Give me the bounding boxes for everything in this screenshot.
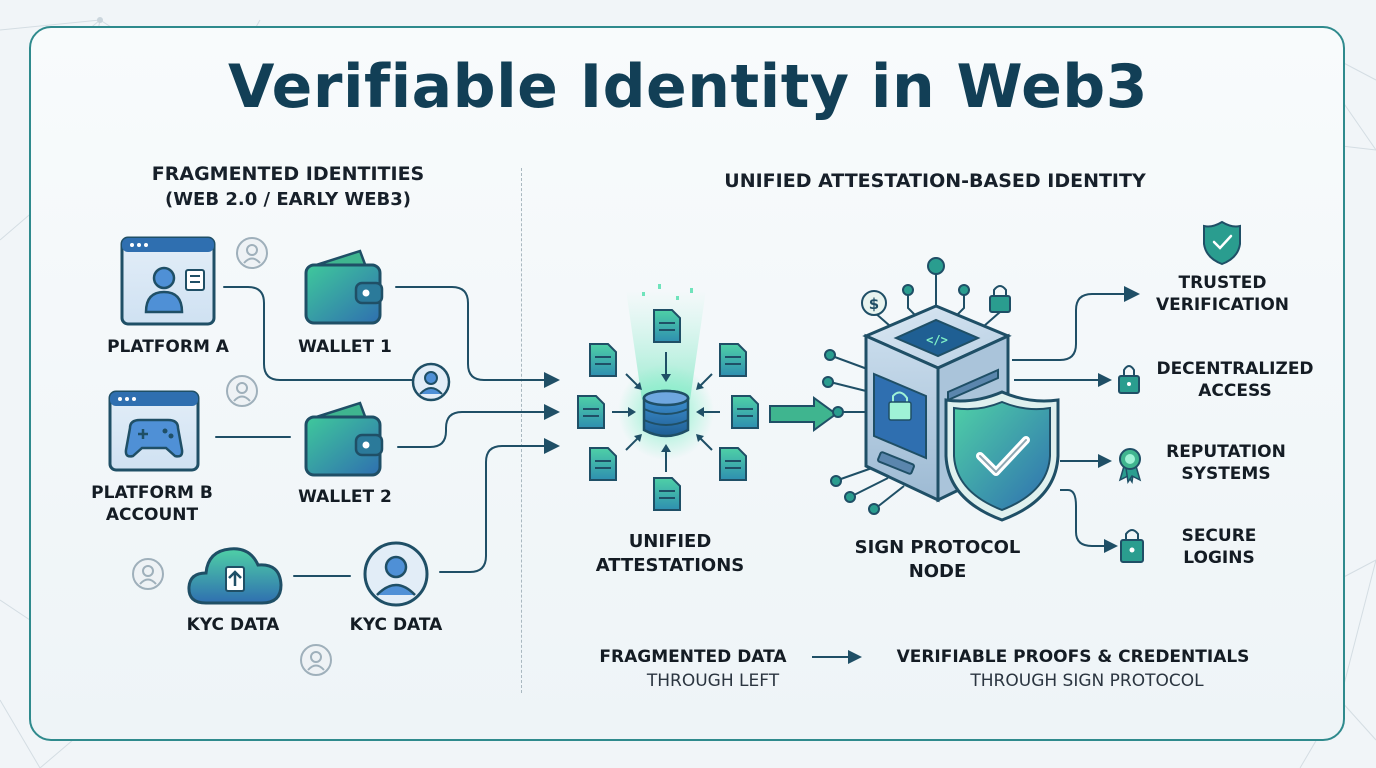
award-badge-icon [1118,448,1142,485]
outcome-label-line2: VERIFICATION [1155,295,1290,315]
node-label-line1: SIGN PROTOCOL [854,537,1021,558]
lock-icon [1120,529,1144,563]
platform-b-gamepad-icon [108,390,200,472]
footer-arrow-icon [812,650,862,664]
hub-label: UNIFIED ATTESTATIONS [570,530,770,578]
user-avatar-icon [226,375,258,407]
platform-a-label: PLATFORM A [107,337,229,357]
document-icon [653,477,681,511]
outcome-secure-logins: SECURE LOGINS [1154,525,1284,569]
platform-b-label-line2: ACCOUNT [105,505,199,525]
outcome-label-line2: ACCESS [1198,381,1272,401]
platform-a-browser-icon [120,236,216,326]
outcome-label-line1: REPUTATION [1166,442,1286,462]
outcome-label-line1: DECENTRALIZED [1156,359,1314,379]
kyc-data-1-label: KYC DATA [186,615,280,635]
lock-icon [1118,365,1140,394]
dollar-coin-icon: $ [861,290,887,316]
outcome-decentralized-access: DECENTRALIZED ACCESS [1146,358,1324,402]
wallet-1-label: WALLET 1 [298,337,392,357]
platform-b-label-line1: PLATFORM B [91,483,213,503]
arrowhead-1 [544,372,560,388]
footer-right-main: VERIFIABLE PROOFS & CREDENTIALS [896,647,1250,667]
node-label-line2: NODE [908,561,967,582]
platform-b-label: PLATFORM B ACCOUNT [72,482,232,526]
lock-icon [989,285,1011,313]
document-icon [577,395,605,429]
outcome-label-line1: SECURE [1181,526,1257,546]
cloud-upload-icon [186,541,284,607]
outcome-label-line2: SYSTEMS [1181,464,1271,484]
shield-check-icon [944,390,1060,522]
kyc-data-2-label: KYC DATA [349,615,443,635]
document-icon [653,309,681,343]
hub-label-line2: ATTESTATIONS [595,555,745,576]
svg-text:$: $ [869,295,879,313]
svg-text:</>: </> [926,333,948,347]
footer-left-sub: THROUGH LEFT [646,671,780,691]
outcome-label-line2: LOGINS [1183,548,1255,568]
outcome-label-line1: TRUSTED [1178,273,1267,293]
document-icon [719,447,747,481]
document-icon [719,343,747,377]
node-label: SIGN PROTOCOL NODE [830,536,1045,584]
wallet-2-label: WALLET 2 [298,487,392,507]
left-heading-line2: (WEB 2.0 / EARLY WEB3) [164,189,412,210]
user-avatar-icon [236,237,268,269]
hub-label-line1: UNIFIED [628,531,712,552]
user-avatar-icon [132,558,164,590]
wallet-icon [302,397,386,479]
footer-right-sub: THROUGH SIGN PROTOCOL [970,671,1204,691]
document-icon [731,395,759,429]
arrowhead-2 [544,404,560,420]
right-section-heading: UNIFIED ATTESTATION-BASED IDENTITY [724,170,1146,192]
document-icon [589,343,617,377]
outcome-reputation-systems: REPUTATION SYSTEMS [1150,441,1302,485]
page-title: Verifiable Identity in Web3 [228,52,1148,122]
arrowhead-3 [544,438,560,454]
document-icon [589,447,617,481]
user-avatar-icon [411,362,451,402]
shield-check-icon [1203,220,1241,266]
user-avatar-icon [362,540,430,608]
flow-arrow-icon [769,396,838,432]
left-heading-line1: FRAGMENTED IDENTITIES [151,163,425,185]
outcome-trusted-verification: TRUSTED VERIFICATION [1140,272,1305,316]
wallet-icon [302,245,386,327]
user-avatar-icon [300,644,332,676]
section-divider [521,168,522,693]
database-icon [642,389,690,438]
left-section-heading: FRAGMENTED IDENTITIES (WEB 2.0 / EARLY W… [88,162,488,212]
footer-left-main: FRAGMENTED DATA [599,647,787,667]
